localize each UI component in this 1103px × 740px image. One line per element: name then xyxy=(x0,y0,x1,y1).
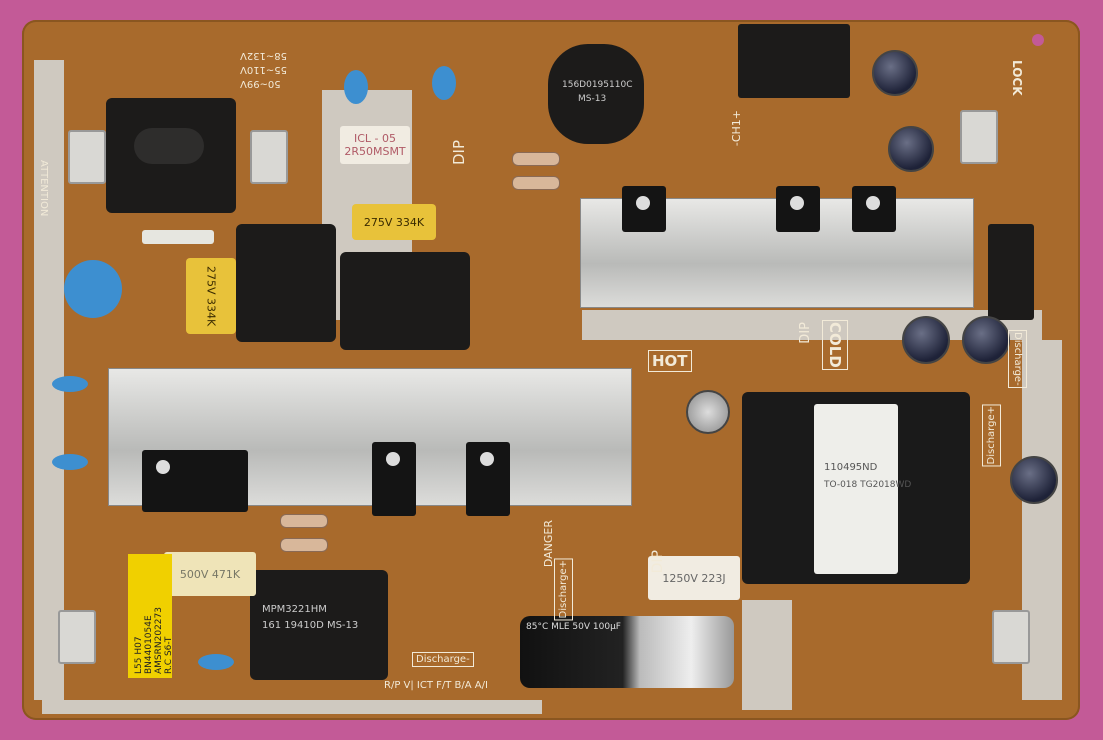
discharge-minus-label: Discharge- xyxy=(412,652,474,667)
test-legend: R/P V| ICT F/T B/A A/I xyxy=(384,680,488,691)
capacitor-marking: 1250V 223J xyxy=(662,571,726,585)
transformer-marking: MPM3221HM xyxy=(262,604,327,615)
sticker-part: BN4401054E xyxy=(144,615,154,674)
dip-label: DIP xyxy=(650,550,666,574)
output-connector xyxy=(988,224,1034,320)
sticker-rev: S6-T xyxy=(164,636,174,657)
line-filter-choke xyxy=(340,252,470,350)
varistor xyxy=(64,260,122,318)
cold-label: COLD xyxy=(822,320,848,370)
thermistor: ICL - 05 2R50MSMT xyxy=(340,126,410,164)
resistor xyxy=(512,152,560,166)
sticker-text: L55 H07 BN4401054E AMSRN202273 R.C S6-T xyxy=(134,558,174,674)
capacitor-marking: 85°C MLE 50V 100μF xyxy=(526,622,621,632)
mounting-hole xyxy=(1032,34,1044,46)
ch1-label: -CH1+ xyxy=(730,110,743,147)
trace xyxy=(742,600,792,710)
ceramic-capacitor xyxy=(52,376,88,392)
film-capacitor: 500V 471K xyxy=(164,552,256,596)
thermistor-marking: ICL - 05 xyxy=(353,132,396,145)
resistor xyxy=(280,538,328,552)
lug-terminal xyxy=(992,610,1030,664)
thermistor-marking: 2R50MSMT xyxy=(344,145,406,158)
electrolytic-capacitor xyxy=(888,126,934,172)
standby-transformer: MPM3221HM 161 19410D MS-13 xyxy=(250,570,388,680)
transistor xyxy=(852,186,896,232)
transformer-marking: TO-018 TG2018WD xyxy=(824,480,912,490)
film-capacitor: 1250V 223J xyxy=(648,556,740,600)
x-capacitor: 275V 334K xyxy=(186,258,236,334)
sticker-rc: R.C xyxy=(164,658,174,674)
line-filter-choke xyxy=(236,224,336,342)
capacitor-marking: 275V 334K xyxy=(363,215,425,229)
electrolytic-capacitor xyxy=(872,50,918,96)
ceramic-capacitor xyxy=(52,454,88,470)
sticker-model: L55 xyxy=(134,657,144,674)
bridge-rectifier xyxy=(142,450,248,512)
transformer-marking: 161 19410D MS-13 xyxy=(262,620,359,631)
voltage-label: 50~99V xyxy=(240,78,281,89)
power-supply-board: 156D0195110C MS-13 MPM3221HM 161 19410D … xyxy=(22,20,1080,720)
resistor xyxy=(512,176,560,190)
discharge-plus-label: Discharge+ xyxy=(982,404,1001,467)
electrolytic-capacitor xyxy=(686,390,730,434)
attention-label: ATTENTION xyxy=(38,160,49,217)
capacitor-marking: 500V 471K xyxy=(179,567,241,581)
electrolytic-capacitor xyxy=(962,316,1010,364)
capacitor-marking: 275V 334K xyxy=(204,265,218,327)
bulk-capacitor: 85°C MLE 50V 100μF xyxy=(520,616,734,688)
hot-label: HOT xyxy=(648,350,692,372)
transistor xyxy=(622,186,666,232)
output-connector xyxy=(738,24,850,98)
main-transformer: 110495ND TO-018 TG2018WD xyxy=(742,392,970,584)
electrolytic-capacitor xyxy=(1010,456,1058,504)
sticker-h: H07 xyxy=(134,636,144,655)
lug-terminal xyxy=(58,610,96,664)
inductor-marking: MS-13 xyxy=(578,94,607,104)
voltage-label: 55~110V xyxy=(240,64,288,75)
part-sticker: L55 H07 BN4401054E AMSRN202273 R.C S6-T xyxy=(128,554,174,678)
discharge-minus-label: Discharge- xyxy=(1008,330,1027,388)
lug-terminal xyxy=(960,110,998,164)
discharge-plus-label: Discharge+ xyxy=(554,558,573,621)
transistor xyxy=(776,186,820,232)
fuse xyxy=(142,230,214,244)
ceramic-capacitor xyxy=(432,66,456,100)
electrolytic-capacitor xyxy=(902,316,950,364)
voltage-label: 58~132V xyxy=(240,50,288,61)
dip-label: DIP xyxy=(798,322,813,344)
ceramic-capacitor xyxy=(198,654,234,670)
x-capacitor: 275V 334K xyxy=(352,204,436,240)
transformer-marking: 110495ND xyxy=(824,462,878,473)
trace xyxy=(42,700,542,714)
ceramic-capacitor xyxy=(344,70,368,104)
ac-inlet xyxy=(106,98,236,213)
inductor: 156D0195110C MS-13 xyxy=(548,44,644,144)
sticker-code: AMSRN202273 xyxy=(154,607,164,674)
inductor-marking: 156D0195110C xyxy=(562,80,633,90)
lug-terminal xyxy=(250,130,288,184)
lug-terminal xyxy=(68,130,106,184)
resistor xyxy=(280,514,328,528)
transistor xyxy=(466,442,510,516)
dip-label: DIP xyxy=(450,140,468,166)
lock-label: LOCK xyxy=(1010,60,1024,96)
transistor xyxy=(372,442,416,516)
